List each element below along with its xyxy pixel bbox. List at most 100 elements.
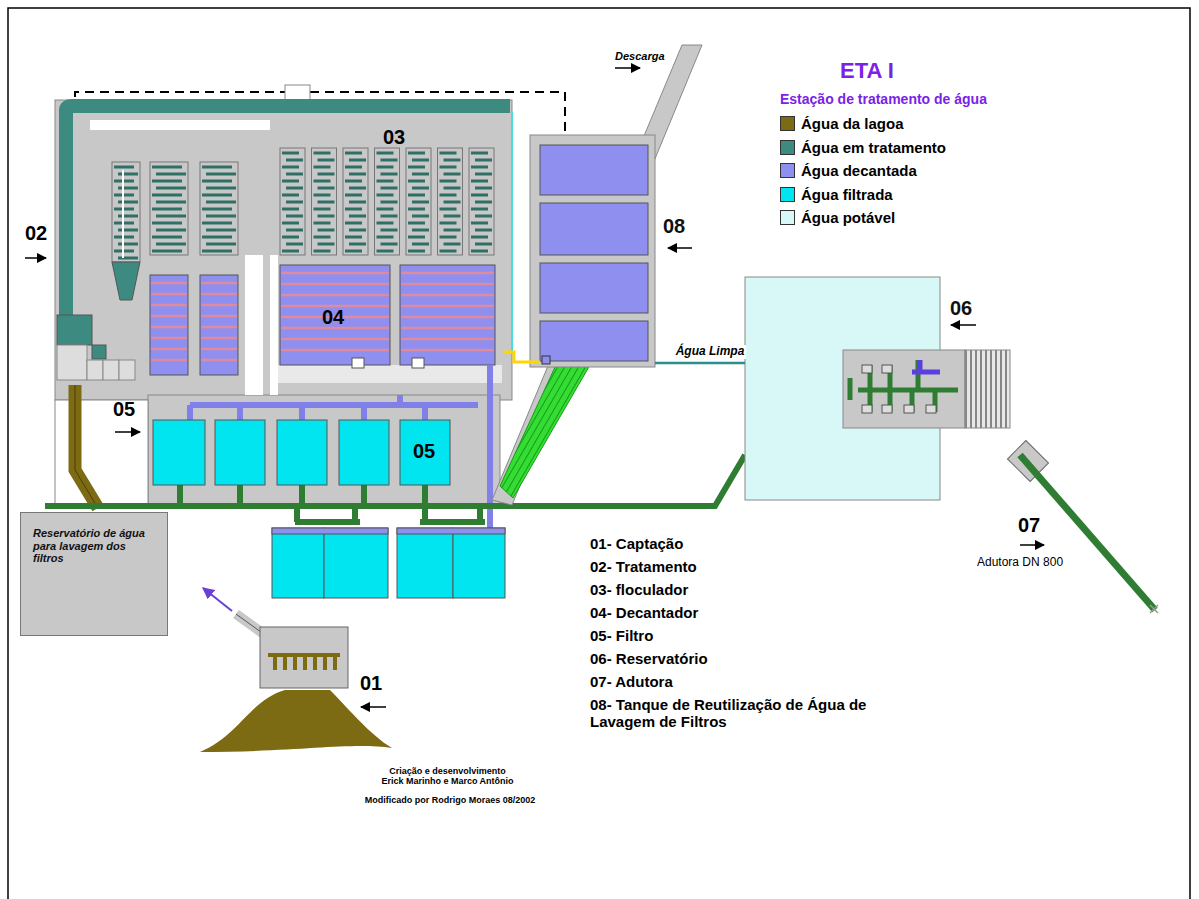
flow-arrow <box>615 67 640 69</box>
flocculator <box>444 173 461 176</box>
filter <box>324 528 388 598</box>
flocculator <box>444 229 461 232</box>
flocculator <box>408 194 425 197</box>
flocculator <box>408 166 425 169</box>
decanter <box>401 283 494 286</box>
flocculator <box>122 170 124 258</box>
legend-swatch <box>780 187 795 202</box>
key-entry: 03- floculador <box>590 581 688 598</box>
flocculator <box>286 215 303 218</box>
title: ETA I <box>840 58 894 83</box>
clean-water-pipe <box>655 362 745 365</box>
pump <box>882 365 892 373</box>
flocculator <box>118 187 138 190</box>
top-box <box>285 85 310 100</box>
flocculator <box>118 215 138 218</box>
flocculator <box>156 173 186 176</box>
flocculator <box>349 201 366 204</box>
flocculator <box>412 159 429 162</box>
decanter <box>201 337 237 340</box>
flocculator <box>318 215 335 218</box>
flocculator <box>114 166 134 169</box>
flocculator <box>202 222 232 225</box>
flocculator <box>282 180 299 183</box>
flocculator <box>282 166 299 169</box>
flocculator <box>349 229 366 232</box>
reuse-tank: 08 <box>530 135 655 367</box>
flocculator <box>408 180 425 183</box>
flocculator <box>377 208 394 211</box>
flocculator <box>286 173 303 176</box>
flocculator <box>440 208 457 211</box>
flocculator <box>381 187 398 190</box>
decanter <box>200 275 238 375</box>
filtered-water-pipe <box>45 455 745 506</box>
legend-swatch <box>780 116 795 131</box>
wash-line <box>511 112 513 352</box>
drain <box>352 358 364 368</box>
callout-arrow <box>951 324 976 326</box>
legend-swatch <box>780 163 795 178</box>
flocculator <box>282 152 299 155</box>
flocculator <box>345 208 362 211</box>
raw-water-pipe <box>75 385 98 508</box>
filter <box>453 528 505 598</box>
flocculator <box>206 229 236 232</box>
flocculator <box>152 194 182 197</box>
main-building <box>148 395 500 505</box>
node-label: Reservatório de água para lavagem dos fi… <box>21 513 167 573</box>
key-entry: 06- Reservatório <box>590 650 708 667</box>
flocculator <box>314 166 331 169</box>
flocculator <box>408 152 425 155</box>
flocculator <box>412 229 429 232</box>
flocculator <box>314 208 331 211</box>
legend-entry: Água da lagoa <box>780 115 904 132</box>
flocculator <box>118 201 138 204</box>
pump-outlet <box>912 360 940 372</box>
flocculator <box>345 222 362 225</box>
legend-text: Água decantada <box>801 162 917 179</box>
flocculator <box>408 250 425 253</box>
key-entry: 04- Decantador <box>590 604 698 621</box>
decanter <box>151 326 187 329</box>
callout-number: 06 <box>950 297 972 320</box>
callout-arrow <box>361 706 386 708</box>
flocculator <box>444 187 461 190</box>
legend-swatch <box>780 210 795 225</box>
flocculator <box>112 262 140 300</box>
legend-entry: Água decantada <box>780 162 917 179</box>
legend-text: Água filtrada <box>801 186 893 203</box>
callout-number: 07 <box>1018 514 1040 537</box>
main-building <box>55 100 512 505</box>
filter <box>153 420 505 598</box>
flocculator <box>440 250 457 253</box>
drain <box>412 358 424 368</box>
flocculator <box>118 173 138 176</box>
decanter <box>281 283 389 286</box>
flocculator <box>349 215 366 218</box>
flocculator <box>152 222 182 225</box>
credit-note: Criação e desenvolvimento Erick Marinho … <box>380 766 515 787</box>
flocculator <box>202 208 232 211</box>
flow-label: Descarga <box>615 50 665 63</box>
flocculator <box>286 243 303 246</box>
flocculator <box>156 229 186 232</box>
flocculator <box>381 159 398 162</box>
filter <box>272 528 324 598</box>
callout-arrow <box>115 431 140 433</box>
decanter <box>201 326 237 329</box>
flocculator <box>412 173 429 176</box>
flocculator <box>444 159 461 162</box>
flocculator <box>152 180 182 183</box>
callout-arrow <box>25 257 46 259</box>
lagoon <box>200 690 392 752</box>
flocculator <box>471 194 488 197</box>
flocculator <box>381 243 398 246</box>
legend-entry: Água potável <box>780 209 895 226</box>
decanter <box>401 272 494 275</box>
green-strip <box>500 365 590 498</box>
decanter <box>201 359 237 362</box>
legend-entry: Água em tratamento <box>780 139 946 156</box>
entry-structure <box>87 360 103 380</box>
